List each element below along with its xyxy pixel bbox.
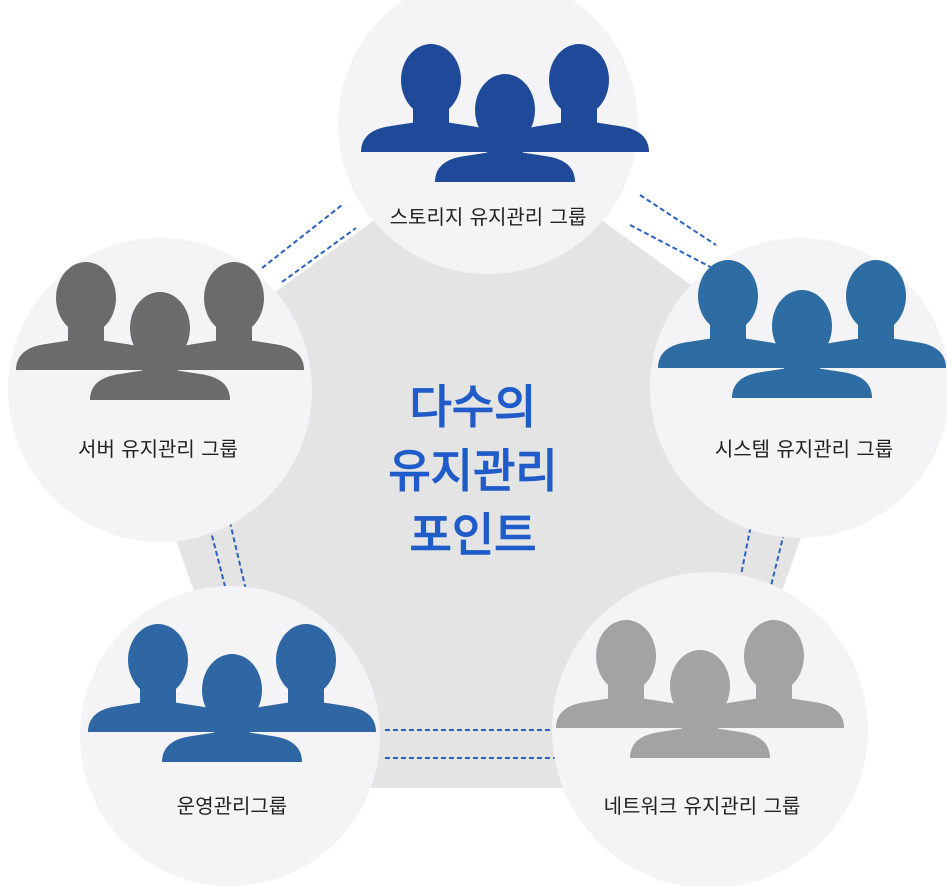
connector-operations-server: [207, 513, 247, 599]
connector-storage-system: [629, 194, 721, 273]
connector-server-storage: [261, 204, 357, 283]
node-label-storage: 스토리지 유지관리 그룹: [389, 205, 587, 229]
node-label-server: 서버 유지관리 그룹: [78, 437, 238, 461]
node-label-operations: 운영관리그룹: [176, 794, 288, 818]
center-title-line: 포인트: [409, 508, 537, 562]
connector-network-operations: [385, 729, 555, 759]
node-label-system: 시스템 유지관리 그룹: [714, 437, 894, 461]
center-title-line: 다수의: [409, 380, 537, 434]
node-label-network: 네트워크 유지관리 그룹: [603, 794, 801, 818]
center-title-line: 유지관리: [388, 444, 558, 498]
center-title: 다수의 유지관리 포인트: [323, 375, 623, 567]
